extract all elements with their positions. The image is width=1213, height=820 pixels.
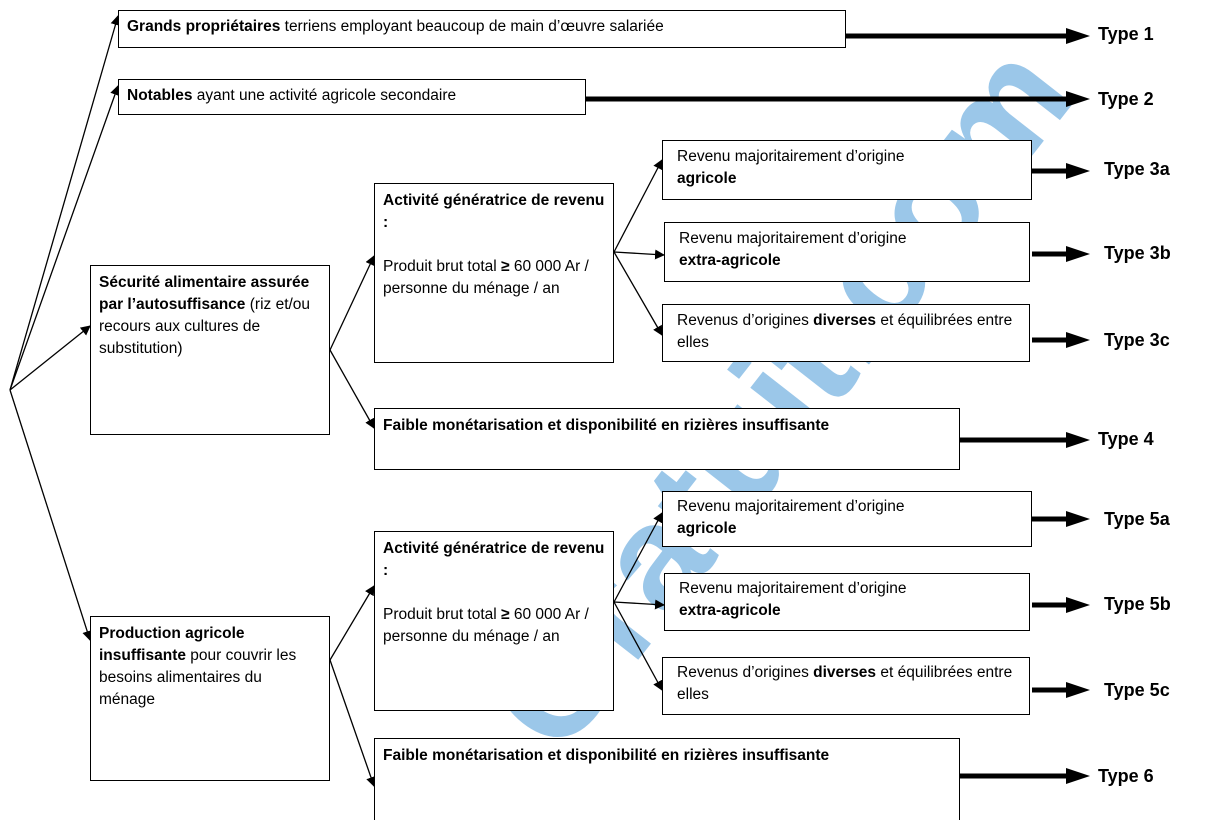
type-label-5b: Type 5b: [1104, 594, 1171, 614]
type-label-5c: Type 5c: [1104, 680, 1170, 700]
box-revenu-3c: Revenus d’origines diverses et équilibré…: [662, 304, 1030, 362]
type-label-6: Type 6: [1098, 766, 1154, 786]
type-label-3b: Type 3b: [1104, 243, 1171, 263]
box-faible-monetarisation-6: Faible monétarisation et disponibilité e…: [374, 738, 960, 820]
box-revenu-5c: Revenus d’origines diverses et équilibré…: [662, 657, 1030, 715]
arrow-root-b1: [9, 15, 121, 391]
box-securite-alimentaire: Sécurité alimentaire assurée par l’autos…: [90, 265, 330, 435]
type-label-4: Type 4: [1098, 429, 1154, 449]
box-notables: Notables ayant une activité agricole sec…: [118, 79, 586, 115]
box-faible-monetarisation-4: Faible monétarisation et disponibilité e…: [374, 408, 960, 470]
box-revenu-5a: Revenu majoritairement d’origine agricol…: [662, 491, 1032, 547]
box-grands-proprietaires: Grands propriétaires terriens employant …: [118, 10, 846, 48]
type-label-3a: Type 3a: [1104, 159, 1170, 179]
box-activite-2: Activité génératrice de revenu : Produit…: [374, 531, 614, 711]
type-label-2: Type 2: [1098, 89, 1154, 109]
box-revenu-3b: Revenu majoritairement d’origine extra-a…: [664, 222, 1030, 282]
type-label-5a: Type 5a: [1104, 509, 1170, 529]
box-activite-1: Activité génératrice de revenu : Produit…: [374, 183, 614, 363]
arrow-root-s2: [9, 389, 93, 641]
box-production-insuffisante: Production agricole insuffisante pour co…: [90, 616, 330, 781]
type-label-1: Type 1: [1098, 24, 1154, 44]
type-label-3c: Type 3c: [1104, 330, 1170, 350]
arrow-root-s1: [9, 325, 91, 391]
box-revenu-5b: Revenu majoritairement d’origine extra-a…: [664, 573, 1030, 631]
arrow-root-b2: [9, 85, 120, 391]
box-revenu-3a: Revenu majoritairement d’origine agricol…: [662, 140, 1032, 200]
